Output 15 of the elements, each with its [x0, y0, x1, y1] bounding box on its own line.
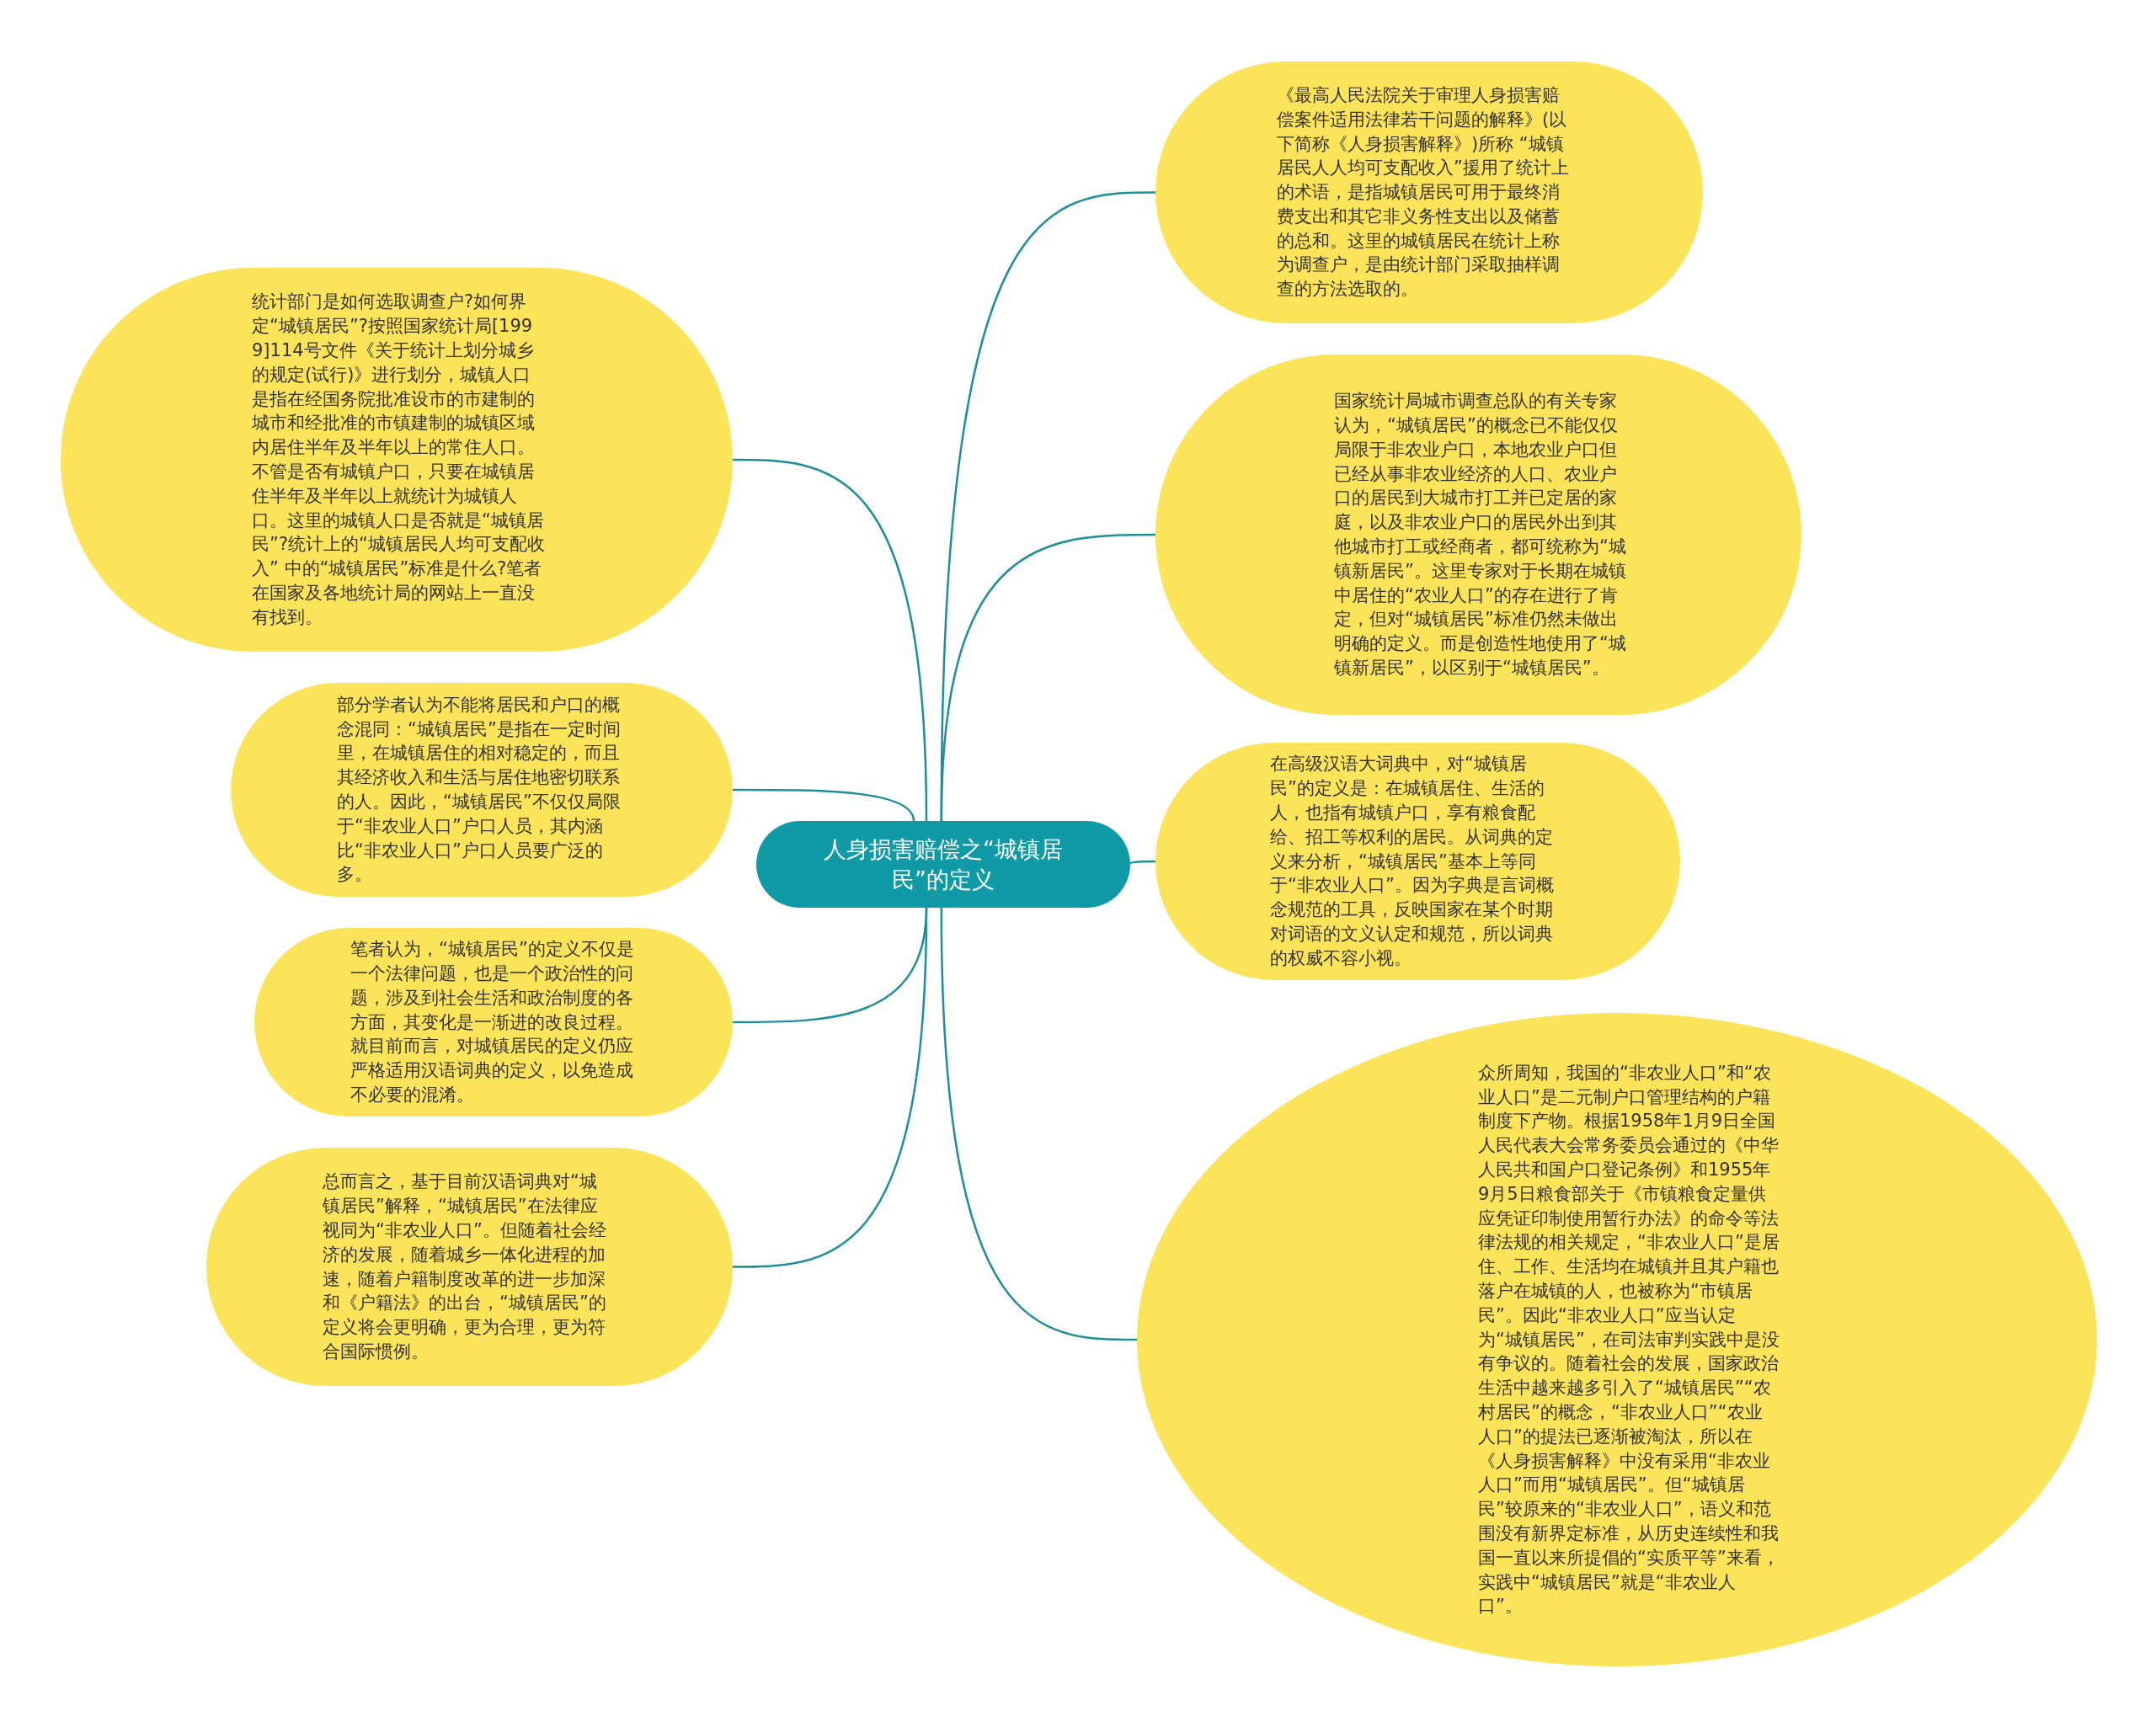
text-bubble: 笔者认为，“城镇居民”的定义不仅是一个法律问题，也是一个政治性的问题，涉及到社会生活和政治制度的各方面，其变化是一渐进的改良过程。就目前而言，对城镇居民的定义仍应严格适用汉语词典的定义，以免造成不必要的混淆。	[254, 928, 733, 1117]
text-bubble: 众所周知，我国的“非农业人口”和“农业人口”是二元制户口管理结构的户籍制度下产物。根据1958年1月9日全国人民代表大会常务委员会通过的《中华人民共和国户口登记条例》和1955年9月5日粮食部关于《市镇粮食定量供应凭证印制使用暂行办法》的命令等法律法规的相关规定，“非农业人口”是居住、工作、生活均在城镇并且其户籍也落户在城镇的人，也被称为“市镇居民”。因此“非农业人口”应当认定为“城镇居民”，在司法审判实践中是没有争议的。随着社会的发展，国家政治生活中越来越多引入了“城镇居民”“农村居民”的概念，“非农业人口”“农业人口”的提法已逐渐被淘汰，所以在《人身损害解释》中没有采用“非农业人口”而用“城镇居民”。但“城镇居民”较原来的“非农业人口”，语义和范围没有新界定标准，从历史连续性和我国一直以来所提倡的“实质平等”来看，实践中“城镇居民”就是“非农业人口”。	[1137, 1013, 2097, 1666]
text-bubble: 《最高人民法院关于审理人身损害赔偿案件适用法律若干问题的解释》(以下简称《人身损害解释》)所称 “城镇居民人人均可支配收入”援用了统计上的术语，是指城镇居民可用于最终消费支出和其它非义务性支出以及储蓄的总和。这里的城镇居民在统计上称为调查户，是由统计部门采取抽样调查的方法选取的。	[1155, 61, 1703, 323]
text-bubble: 统计部门是如何选取调查户?如何界定“城镇居民”?按照国家统计局[1999]114号文件《关于统计上划分城乡的规定(试行)》进行划分，城镇人口是指在经国务院批准设市的市建制的城市和经批准的市镇建制的城镇区域内居住半年及半年以上的常住人口。不管是否有城镇户口，只要在城镇居住半年及半年以上就统计为城镇人口。这里的城镇人口是否就是“城镇居民”?统计上的“城镇居民人均可支配收入” 中的“城镇居民”标准是什么?笔者在国家及各地统计局的网站上一直没有找到。	[61, 268, 733, 652]
text-bubble: 总而言之，基于目前汉语词典对“城镇居民”解释，“城镇居民”在法律应视同为“非农业人口”。但随着社会经济的发展，随着城乡一体化进程的加速，随着户籍制度改革的进一步加深和《户籍法》的出台，“城镇居民”的定义将会更明确，更为合理，更为符合国际惯例。	[206, 1148, 733, 1386]
connector-line	[733, 458, 928, 822]
connector-line	[733, 907, 928, 1268]
connector-line	[1129, 860, 1155, 865]
connector-line	[940, 907, 1137, 1341]
connector-line	[940, 533, 1155, 822]
text-bubble: 在高级汉语大词典中，对“城镇居民”的定义是：在城镇居住、生活的人，也指有城镇户口，享有粮食配给、招工等权利的居民。从词典的定义来分析，“城镇居民”基本上等同于“非农业人口”。因为字典是言词概念规范的工具，反映国家在某个时期对词语的文义认定和规范，所以词典的权威不容小视。	[1155, 743, 1680, 980]
text-bubble: 部分学者认为不能将居民和户口的概念混同：“城镇居民”是指在一定时间里，在城镇居住的相对稳定的，而且其经济收入和生活与居住地密切联系的人。因此，“城镇居民”不仅仅局限于“非农业人口”户口人员，其内涵比“非农业人口”户口人员要广泛的多。	[231, 683, 733, 897]
connector-line	[733, 788, 915, 822]
text-bubble: 国家统计局城市调查总队的有关专家认为，“城镇居民”的概念已不能仅仅局限于非农业户口，本地农业户口但已经从事非农业经济的人口、农业户口的居民到大城市打工并已定居的家庭，以及非农业户口的居民外出到其他城市打工或经商者，都可统称为“城镇新居民”。这里专家对于长期在城镇中居住的“农业人口”的存在进行了肯定，但对“城镇居民”标准仍然未做出明确的定义。而是创造性地使用了“城镇新居民”，以区别于“城镇居民”。	[1155, 354, 1801, 715]
topic-bubble: 人身损害赔偿之“城镇居民”的定义	[756, 821, 1130, 908]
